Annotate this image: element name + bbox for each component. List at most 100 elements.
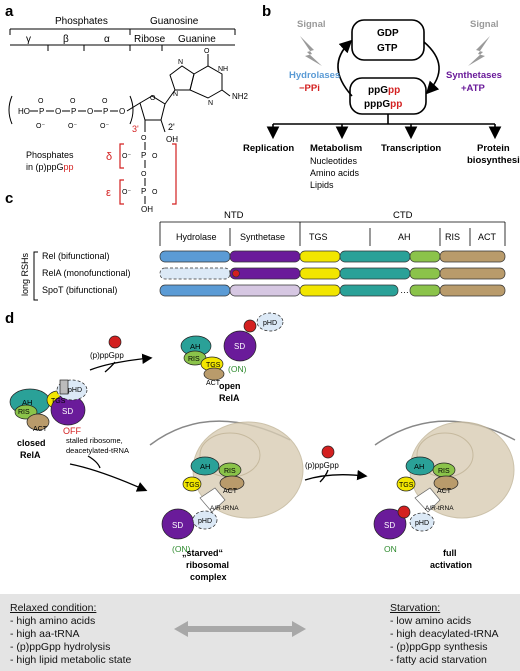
- svg-text:P: P: [103, 107, 108, 116]
- open-rela-2: RelA: [219, 393, 240, 403]
- svg-text:P: P: [141, 187, 146, 196]
- c-hydrolase: Hydrolase: [176, 232, 217, 242]
- open-phd: pHD: [263, 320, 277, 327]
- out-replication: Replication: [243, 143, 294, 154]
- starvation-item: - (p)ppGpp synthesis: [390, 641, 488, 653]
- lightning-right-icon: [468, 36, 490, 66]
- ppgpp-structure: HO P O O⁻ O P O O⁻ O P O O⁻ O O O N N NH…: [8, 48, 231, 204]
- figure-canvas: a Phosphates Guanosine γ β α Ribose Guan…: [5, 3, 520, 582]
- open-ris: RIS: [188, 356, 200, 363]
- c-header-lines: [159, 221, 506, 246]
- pos-2-label: 2': [168, 122, 175, 132]
- phos-label-2: in (p)ppGpp: [26, 162, 74, 172]
- cycle-arrow-left: [337, 39, 353, 97]
- svg-text:HO: HO: [18, 107, 30, 116]
- full-sd: SD: [384, 521, 395, 530]
- svg-text:O: O: [38, 98, 44, 105]
- closed-ris: RIS: [18, 409, 30, 416]
- svg-text:P: P: [39, 107, 44, 116]
- ppgpp-label: ppGpp: [368, 85, 400, 96]
- closed-rela: [9, 379, 88, 431]
- svg-text:O: O: [70, 98, 76, 105]
- signal-left: Signal: [297, 19, 326, 30]
- nh2-label: NH2: [232, 92, 249, 101]
- panel-b-letter: b: [262, 3, 271, 20]
- open-tgs: TGS: [206, 362, 221, 369]
- col-gamma: γ: [26, 34, 31, 45]
- domain-bars: [159, 250, 506, 297]
- off-label: OFF: [63, 426, 81, 436]
- svg-text:O: O: [55, 107, 61, 116]
- ppgpp-top-label: (p)ppGpp: [90, 351, 124, 360]
- lightning-left-icon: [300, 36, 322, 66]
- row-rel: Rel (bifunctional): [42, 251, 110, 261]
- svg-text:O⁻: O⁻: [36, 123, 45, 130]
- starved-ris: RIS: [224, 468, 236, 475]
- double-arrow-icon: [174, 621, 306, 637]
- panel-c-letter: c: [5, 190, 13, 207]
- full-1: full: [443, 548, 457, 558]
- red-bracket: [119, 143, 177, 205]
- arrow-join-right: [319, 469, 329, 483]
- arrow-to-starved: [69, 463, 148, 492]
- gdp-gtp-box: [351, 19, 425, 61]
- starvation-list: Starvation: - low amino acids - high dea…: [390, 602, 499, 667]
- synthetases-label: Synthetases: [446, 70, 502, 81]
- col-guanine: Guanine: [178, 34, 216, 45]
- full-phd: pHD: [415, 520, 429, 527]
- c-ah: AH: [398, 232, 411, 242]
- stalled-2: deacetylated-tRNA: [66, 446, 129, 455]
- out-protein-2: biosynthesis: [467, 155, 520, 166]
- phos-label-1: Phosphates: [26, 150, 74, 160]
- closed-phd: pHD: [68, 387, 82, 394]
- header-guanosine: Guanosine: [150, 16, 199, 27]
- c-synthetase: Synthetase: [240, 232, 285, 242]
- svg-text:O⁻: O⁻: [68, 123, 77, 130]
- pos-3-label: 3': [132, 124, 139, 134]
- svg-text:N: N: [178, 59, 183, 66]
- panel-a-header: Phosphates Guanosine γ β α Ribose Guanin…: [9, 16, 236, 51]
- svg-text:O: O: [87, 107, 93, 116]
- svg-text:O: O: [152, 189, 158, 196]
- conditions-footer: Relaxed condition: - high amino acids - …: [0, 594, 520, 671]
- full-act: ACT: [437, 488, 452, 495]
- hydrolases-label: Hydrolases: [289, 70, 340, 81]
- hydro-pp-label: −PPi: [299, 83, 320, 94]
- relaxed-item: - high aa-tRNA: [10, 628, 80, 640]
- output-tree: [266, 114, 502, 140]
- relaxed-item: - high amino acids: [10, 615, 96, 627]
- open-sd: SD: [234, 342, 245, 351]
- ppgpp-ball-mid: [321, 445, 335, 459]
- ctd-label: CTD: [393, 210, 413, 221]
- starvation-item: - high deacylated-tRNA: [390, 628, 499, 640]
- closed-rela-2: RelA: [20, 450, 41, 460]
- starved-2: ribosomal: [186, 560, 229, 570]
- gtp-label: GTP: [377, 43, 398, 54]
- out-protein-1: Protein: [477, 143, 510, 154]
- col-alpha: α: [104, 34, 110, 45]
- starvation-item: - low amino acids: [390, 615, 472, 627]
- starved-complex: [149, 420, 304, 540]
- out-metabolism: Metabolism: [310, 143, 362, 154]
- svg-text:O: O: [152, 153, 158, 160]
- pppgpp-label: pppGpp: [364, 99, 402, 110]
- closed-ah: AH: [22, 398, 32, 407]
- met-item: Lipids: [310, 180, 334, 190]
- arrow-to-full: [304, 469, 368, 481]
- ar-trna-mid: A/R-tRNA: [210, 505, 239, 512]
- full-ah: AH: [414, 462, 424, 471]
- out-transcription: Transcription: [381, 143, 441, 154]
- svg-text:O⁻: O⁻: [122, 189, 131, 196]
- ar-trna-right: A/R-tRNA: [425, 505, 454, 512]
- gdp-label: GDP: [377, 28, 399, 39]
- starved-phd: pHD: [198, 518, 212, 525]
- svg-text:O⁻: O⁻: [100, 123, 109, 130]
- on-top-label: (ON): [228, 364, 247, 374]
- c-act: ACT: [478, 232, 497, 242]
- starved-1: „starved“: [182, 548, 223, 558]
- full-tgs: TGS: [399, 482, 414, 489]
- closed-rela-1: closed: [17, 438, 46, 448]
- spot-gap-dots: …: [400, 285, 409, 295]
- svg-text:NH: NH: [218, 66, 228, 73]
- full-2: activation: [430, 560, 472, 570]
